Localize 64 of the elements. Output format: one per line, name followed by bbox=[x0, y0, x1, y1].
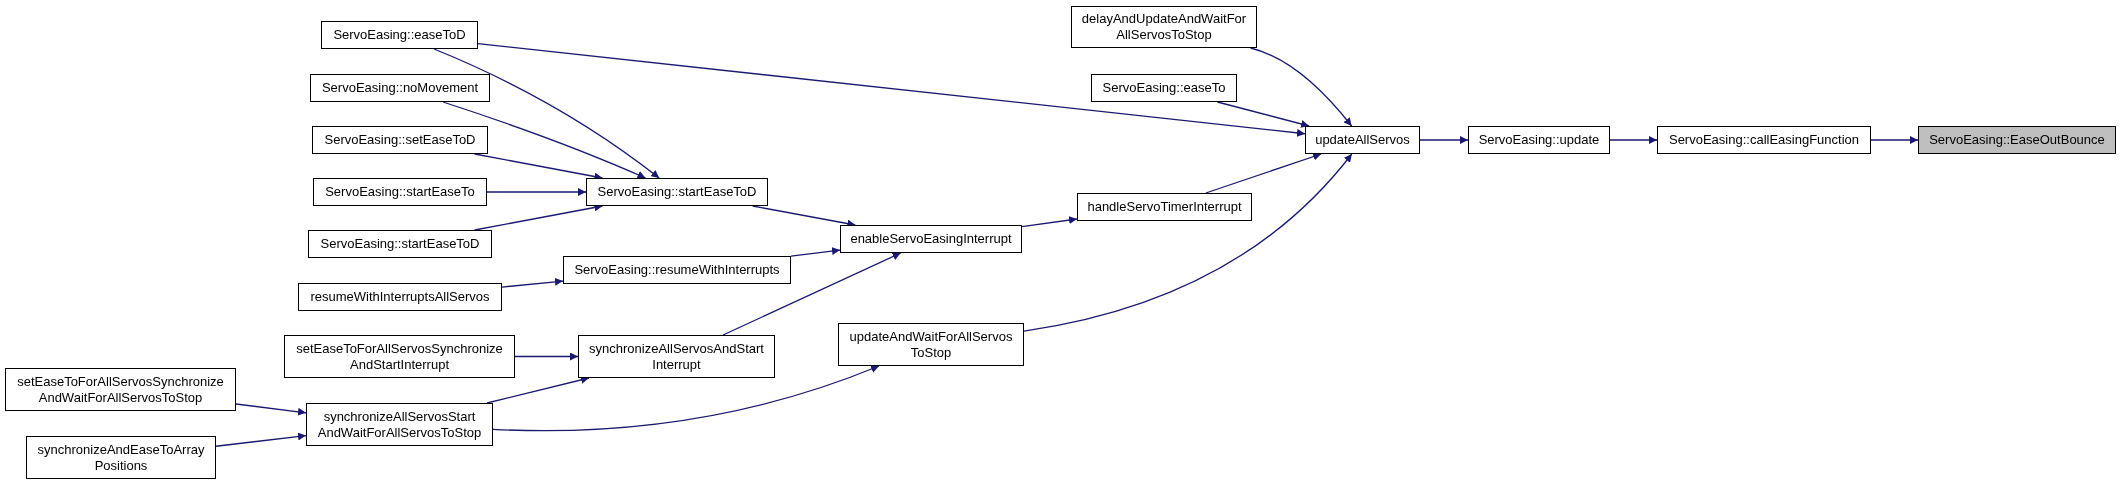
call-arrow bbox=[790, 247, 841, 257]
function-name: delayAndUpdateAndWaitFor AllServosToStop bbox=[1080, 11, 1248, 43]
call-arrow bbox=[486, 188, 587, 196]
function-name: ServoEasing::setEaseToD bbox=[324, 132, 476, 148]
function-box bbox=[312, 126, 488, 154]
function-box bbox=[310, 74, 490, 102]
call-arrow bbox=[433, 48, 660, 179]
function-name: ServoEasing::update bbox=[1478, 132, 1600, 148]
function-box bbox=[840, 225, 1022, 253]
call-arrow bbox=[1419, 136, 1469, 144]
call-arrow bbox=[1023, 153, 1353, 332]
call-arrow bbox=[1249, 47, 1353, 127]
function-name: ServoEasing::EaseOutBounce bbox=[1929, 132, 2105, 148]
call-arrow bbox=[442, 101, 647, 179]
function-name: synchronizeAndEaseToArray Positions bbox=[36, 441, 206, 474]
function-name: handleServoTimerInterrupt bbox=[1087, 199, 1242, 215]
function-box bbox=[284, 335, 515, 378]
call-arrow bbox=[722, 252, 902, 336]
function-name: enableServoEasingInterrupt bbox=[850, 231, 1012, 247]
function-box bbox=[1305, 126, 1420, 154]
function-name: ServoEasing::callEasingFunction bbox=[1668, 132, 1860, 148]
call-arrow bbox=[492, 365, 880, 432]
function-box bbox=[26, 436, 216, 479]
call-arrow bbox=[514, 352, 579, 361]
function-name: ServoEasing::easeToD bbox=[333, 27, 466, 43]
function-name: setEaseToForAllServosSynchronize AndStartInterrupt bbox=[295, 340, 504, 373]
function-name: resumeWithInterruptsAllServos bbox=[310, 289, 490, 305]
call-arrow bbox=[235, 403, 307, 416]
call-arrow bbox=[215, 432, 307, 447]
call-arrow bbox=[1216, 101, 1310, 128]
function-box bbox=[578, 335, 775, 378]
function-box bbox=[313, 178, 487, 206]
function-box bbox=[1077, 193, 1252, 221]
function-box bbox=[321, 21, 478, 49]
function-box bbox=[1468, 126, 1610, 154]
call-arrow bbox=[1021, 216, 1078, 228]
function-name: updateAndWaitForAllServos ToStop bbox=[848, 328, 1014, 361]
function-name: synchronizeAllServosStart AndWaitForAllServosToStop bbox=[316, 408, 483, 441]
function-name: updateAllServos bbox=[1315, 132, 1410, 148]
function-box bbox=[5, 368, 236, 411]
function-box bbox=[298, 283, 502, 311]
function-box bbox=[306, 403, 493, 446]
call-arrow bbox=[501, 277, 564, 288]
function-box bbox=[1091, 74, 1237, 102]
function-box bbox=[1071, 6, 1257, 48]
function-box bbox=[1657, 126, 1871, 154]
function-box bbox=[1918, 126, 2116, 154]
function-box bbox=[308, 230, 492, 258]
call-arrow bbox=[486, 376, 590, 404]
function-name: synchronizeAllServosAndStart Interrupt bbox=[588, 340, 765, 373]
call-arrow bbox=[1205, 152, 1322, 194]
call-arrow bbox=[1609, 136, 1658, 144]
function-name: ServoEasing::startEaseToD bbox=[597, 184, 757, 200]
function-name: ServoEasing::easeTo bbox=[1102, 80, 1226, 96]
function-name: ServoEasing::startEaseToD bbox=[320, 236, 480, 252]
function-name: ServoEasing::resumeWithInterrupts bbox=[574, 262, 780, 278]
function-name: ServoEasing::startEaseTo bbox=[325, 184, 475, 200]
function-name: ServoEasing::noMovement bbox=[321, 80, 479, 96]
function-box bbox=[838, 323, 1024, 366]
function-name: setEaseToForAllServosSynchronize AndWaitForAllServosToStop bbox=[16, 373, 225, 406]
call-arrow bbox=[1870, 136, 1919, 144]
function-box bbox=[586, 178, 768, 206]
call-arrow bbox=[477, 42, 1306, 137]
function-box bbox=[563, 256, 791, 284]
